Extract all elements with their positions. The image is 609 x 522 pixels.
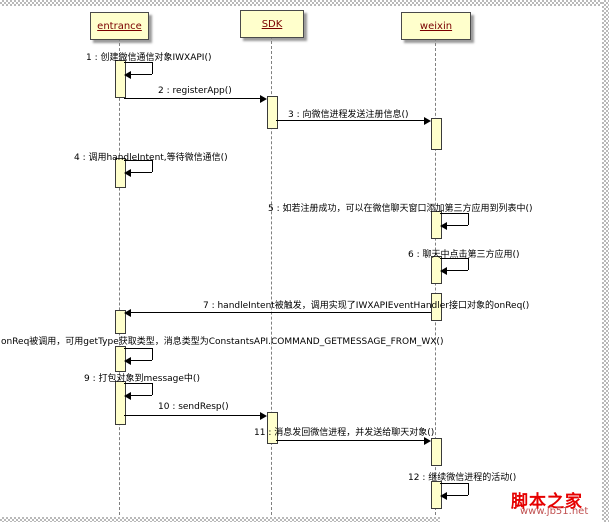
activation-bar-weixin bbox=[431, 293, 442, 321]
watermark-url: www.jb51.net bbox=[520, 506, 589, 517]
actor-box-entrance: entrance bbox=[90, 12, 149, 40]
message-line bbox=[124, 160, 152, 161]
message-label: 4 : 调用handleIntent,等待微信通信() bbox=[74, 153, 228, 163]
message-line bbox=[152, 62, 153, 74]
message-arrowhead bbox=[440, 222, 447, 230]
message-line bbox=[447, 495, 468, 496]
message-label: 3 : 向微信进程发送注册信息() bbox=[288, 110, 409, 120]
activation-bar-weixin bbox=[431, 438, 442, 466]
message-line bbox=[468, 213, 469, 225]
lifeline-entrance bbox=[119, 38, 120, 515]
message-line bbox=[440, 483, 468, 484]
message-arrowhead bbox=[260, 95, 267, 103]
message-line bbox=[124, 98, 260, 99]
message-label: 6 : 聊天中点击第三方应用() bbox=[408, 250, 520, 260]
message-line bbox=[131, 74, 152, 75]
message-label: 1 : 创建微信通信对象IWXAPI() bbox=[86, 53, 212, 63]
message-arrowhead bbox=[124, 71, 131, 79]
message-line bbox=[468, 258, 469, 270]
message-line bbox=[131, 395, 152, 396]
message-line bbox=[468, 483, 469, 495]
message-line bbox=[440, 213, 468, 214]
message-label: 12 : 继续微信进程的活动() bbox=[408, 473, 517, 483]
activation-bar-entrance bbox=[115, 60, 126, 98]
message-line bbox=[276, 120, 424, 121]
message-arrowhead bbox=[440, 267, 447, 275]
message-arrowhead bbox=[124, 357, 131, 365]
message-line bbox=[152, 348, 153, 360]
message-label: onReq被调用，可用getType获取类型，消息类型为ConstantsAPI… bbox=[1, 337, 444, 347]
dither-border-top bbox=[0, 0, 609, 6]
message-line bbox=[131, 172, 152, 173]
message-line bbox=[447, 270, 468, 271]
message-arrowhead bbox=[124, 309, 131, 317]
message-label: 10 : sendResp() bbox=[158, 402, 229, 412]
actor-box-weixin: weixin bbox=[401, 12, 471, 40]
actor-label-entrance: entrance bbox=[97, 20, 142, 32]
message-line bbox=[152, 383, 153, 395]
message-label: 5 : 如若注册成功，可以在微信聊天窗口添加第三方应用到列表中() bbox=[268, 204, 533, 214]
message-arrowhead bbox=[440, 492, 447, 500]
activation-bar-entrance bbox=[115, 310, 126, 334]
dither-border-bottom bbox=[0, 517, 440, 522]
message-line bbox=[440, 258, 468, 259]
message-arrowhead bbox=[124, 169, 131, 177]
activation-bar-sdk bbox=[267, 412, 278, 444]
message-label: 11 : 消息发回微信进程，并发送给聊天对象() bbox=[254, 428, 435, 438]
message-line bbox=[447, 225, 468, 226]
actor-label-weixin: weixin bbox=[419, 20, 453, 32]
message-line bbox=[124, 62, 152, 63]
watermark-sitename: 脚本之家 bbox=[511, 492, 583, 512]
message-label: 2 : registerApp() bbox=[158, 86, 232, 96]
activation-bar-weixin bbox=[431, 118, 442, 150]
message-line bbox=[131, 360, 152, 361]
message-label: 7 : handleIntent被触发，调用实现了IWXAPIEventHand… bbox=[203, 301, 530, 311]
message-line bbox=[124, 383, 152, 384]
message-line bbox=[131, 312, 431, 313]
message-arrowhead bbox=[124, 392, 131, 400]
message-line bbox=[276, 440, 424, 441]
activation-bar-sdk bbox=[267, 96, 278, 129]
message-arrowhead bbox=[424, 117, 431, 125]
dither-border-right bbox=[602, 0, 609, 522]
actor-box-sdk: SDK bbox=[240, 10, 304, 38]
message-line bbox=[124, 415, 260, 416]
lifeline-sdk bbox=[271, 36, 272, 515]
actor-label-sdk: SDK bbox=[261, 18, 283, 30]
message-arrowhead bbox=[424, 437, 431, 445]
activation-bar-entrance bbox=[115, 381, 126, 425]
message-line bbox=[152, 160, 153, 172]
message-arrowhead bbox=[260, 412, 267, 420]
message-line bbox=[124, 348, 152, 349]
message-label: 9 : 打包对象到message中() bbox=[84, 374, 200, 384]
